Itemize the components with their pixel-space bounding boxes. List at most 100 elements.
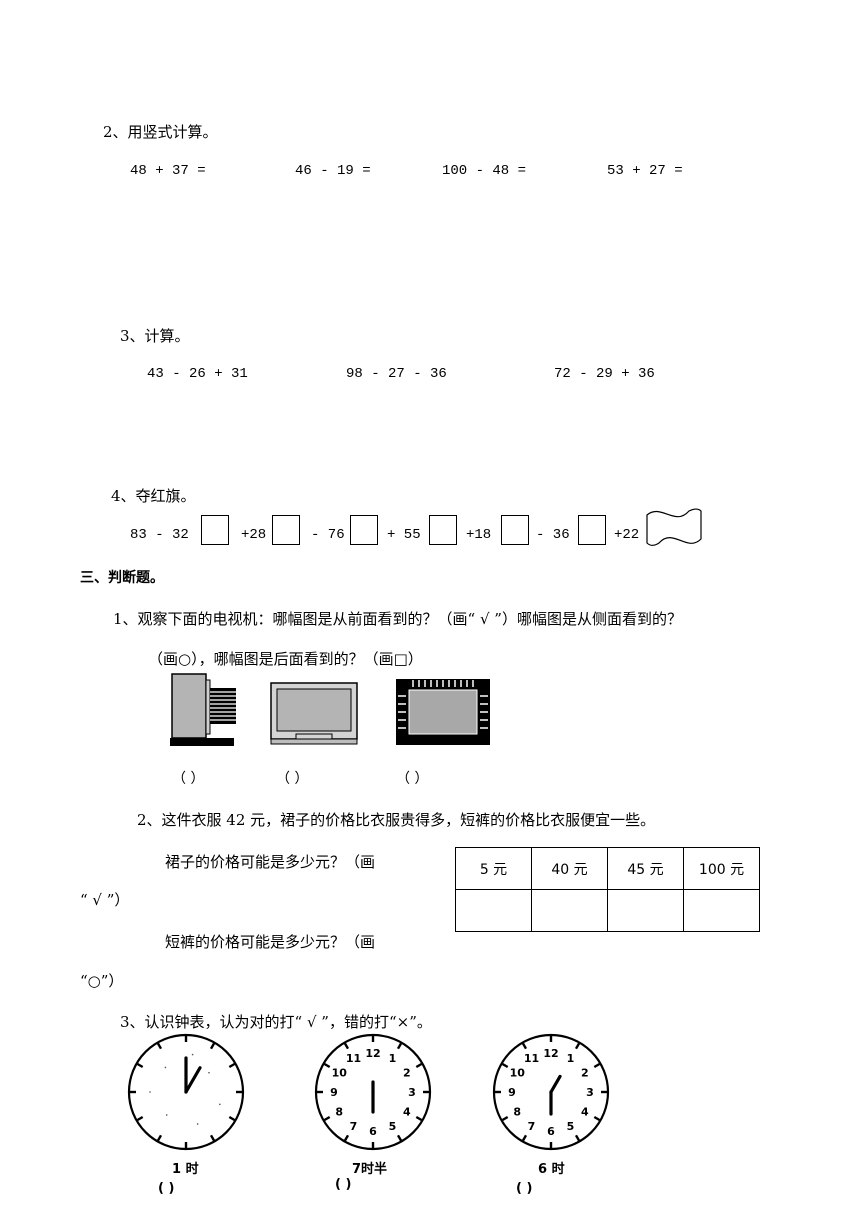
clock-tick bbox=[209, 1042, 216, 1050]
clock-tick bbox=[593, 1115, 601, 1122]
clock-number: 5 bbox=[567, 1120, 575, 1133]
answer-box-6[interactable] bbox=[578, 515, 606, 545]
table-row bbox=[455, 889, 760, 932]
clock-number: 12 bbox=[365, 1047, 380, 1060]
clock-dot bbox=[219, 1103, 221, 1106]
tv-answer-paren-2[interactable]: （ ） bbox=[276, 771, 309, 787]
answer-box-2[interactable] bbox=[272, 515, 300, 545]
calc-problem-3: 72 - 29 + 36 bbox=[554, 366, 655, 382]
clock-number: 9 bbox=[330, 1086, 338, 1099]
clock-tick bbox=[415, 1062, 423, 1069]
flag-chain-op-4: +18 bbox=[466, 527, 492, 543]
clock-tick bbox=[415, 1115, 423, 1122]
vertical-calc-problem-3: 100 - 48 = bbox=[442, 163, 527, 179]
clock-number: 11 bbox=[524, 1052, 539, 1065]
table-row: 5 元 40 元 45 元 100 元 bbox=[455, 847, 760, 890]
answer-cell-100[interactable] bbox=[683, 889, 760, 932]
clock-tick bbox=[228, 1115, 236, 1122]
clock-tick bbox=[501, 1115, 509, 1122]
clock-number: 6 bbox=[369, 1125, 377, 1138]
clock-tick bbox=[343, 1042, 350, 1050]
tv-side-view-icon bbox=[170, 673, 236, 746]
clock-dot bbox=[191, 1053, 194, 1056]
answer-cell-5[interactable] bbox=[455, 889, 532, 932]
clock-2-label: 7时半 bbox=[352, 1162, 388, 1177]
hour-hand bbox=[549, 1074, 562, 1094]
clock-tick bbox=[521, 1134, 528, 1142]
answer-cell-45[interactable] bbox=[607, 889, 684, 932]
price-cell-5: 5 元 bbox=[455, 847, 532, 890]
calc-problem-2: 98 - 27 - 36 bbox=[346, 366, 447, 382]
vertical-calc-problem-1: 48 + 37 = bbox=[130, 163, 206, 179]
clock-1-label: 1 时 bbox=[172, 1162, 199, 1177]
calc-problem-1: 43 - 26 + 31 bbox=[147, 366, 248, 382]
answer-box-3[interactable] bbox=[350, 515, 378, 545]
tv-answer-paren-1[interactable]: （ ） bbox=[172, 771, 205, 787]
clock-number: 7 bbox=[528, 1120, 536, 1133]
clock-number: 1 bbox=[389, 1052, 397, 1065]
clock-number: 8 bbox=[335, 1106, 343, 1119]
flag-chain-op-1: +28 bbox=[241, 527, 267, 543]
clock-tick bbox=[593, 1062, 601, 1069]
section-2-title: 2、用竖式计算。 bbox=[103, 123, 218, 141]
answer-box-4[interactable] bbox=[429, 515, 457, 545]
tv-answer-paren-3[interactable]: （ ） bbox=[396, 771, 429, 787]
question-2-shorts-text: 短裤的价格可能是多少元？（画 bbox=[165, 933, 376, 951]
flag-chain-op-3: + 55 bbox=[387, 527, 421, 543]
clock-number: 4 bbox=[403, 1106, 411, 1119]
answer-box-5[interactable] bbox=[501, 515, 529, 545]
flag-chain-op-6: +22 bbox=[614, 527, 640, 543]
clock-tick bbox=[156, 1042, 163, 1050]
clock-tick bbox=[501, 1062, 509, 1069]
clock-number: 6 bbox=[547, 1125, 555, 1138]
question-2-skirt-mark: “ √ ”） bbox=[80, 891, 130, 909]
clock-tick bbox=[228, 1062, 236, 1069]
clock-dot bbox=[149, 1091, 151, 1093]
part-3-title: 三、判断题。 bbox=[80, 570, 164, 586]
question-1-line-2: （画○），哪幅图是后面看到的？（画□） bbox=[148, 650, 423, 668]
clock-tick bbox=[209, 1134, 216, 1142]
clock-3-answer-paren[interactable]: ( ) bbox=[516, 1181, 533, 1196]
clock-2-answer-paren[interactable]: ( ) bbox=[335, 1177, 352, 1192]
clock-tick bbox=[323, 1115, 331, 1122]
clock-number: 5 bbox=[389, 1120, 397, 1133]
clock-number: 2 bbox=[581, 1067, 589, 1080]
clock-number: 9 bbox=[508, 1086, 516, 1099]
clock-tick bbox=[396, 1134, 403, 1142]
clock-tick bbox=[323, 1062, 331, 1069]
clock-tick bbox=[574, 1134, 581, 1142]
answer-box-1[interactable] bbox=[201, 515, 229, 545]
clock-3-label: 6 时 bbox=[538, 1162, 565, 1177]
clock-tick bbox=[396, 1042, 403, 1050]
clock-dot bbox=[164, 1066, 167, 1069]
clock-number: 2 bbox=[403, 1067, 411, 1080]
clock-number: 11 bbox=[346, 1052, 361, 1065]
clock-tick bbox=[521, 1042, 528, 1050]
answer-cell-40[interactable] bbox=[531, 889, 608, 932]
vertical-calc-problem-4: 53 + 27 = bbox=[607, 163, 683, 179]
price-table: 5 元 40 元 45 元 100 元 bbox=[455, 847, 760, 932]
question-2-skirt-text: 裙子的价格可能是多少元？（画 bbox=[165, 853, 376, 871]
price-cell-100: 100 元 bbox=[683, 847, 760, 890]
clock-tick bbox=[574, 1042, 581, 1050]
clock-number: 10 bbox=[510, 1067, 526, 1080]
clock-tick bbox=[156, 1134, 163, 1142]
clock-1-answer-paren[interactable]: ( ) bbox=[158, 1181, 175, 1196]
tv-back-view-icon bbox=[396, 679, 490, 745]
clock-number: 10 bbox=[332, 1067, 348, 1080]
price-cell-45: 45 元 bbox=[607, 847, 684, 890]
tv-front-view-icon bbox=[270, 682, 358, 745]
clock-dot bbox=[196, 1123, 199, 1125]
clock-number: 4 bbox=[581, 1106, 589, 1119]
question-2-shorts-mark: “○”） bbox=[80, 972, 124, 990]
clock-number: 8 bbox=[513, 1106, 521, 1119]
clock-tick bbox=[136, 1062, 144, 1069]
vertical-calc-problem-2: 46 - 19 = bbox=[295, 163, 371, 179]
clock-number: 1 bbox=[567, 1052, 575, 1065]
clock-tick bbox=[343, 1134, 350, 1142]
clock-1-icon bbox=[127, 1033, 245, 1151]
section-4-title: 4、夺红旗。 bbox=[111, 487, 196, 505]
clock-dot bbox=[165, 1114, 168, 1116]
